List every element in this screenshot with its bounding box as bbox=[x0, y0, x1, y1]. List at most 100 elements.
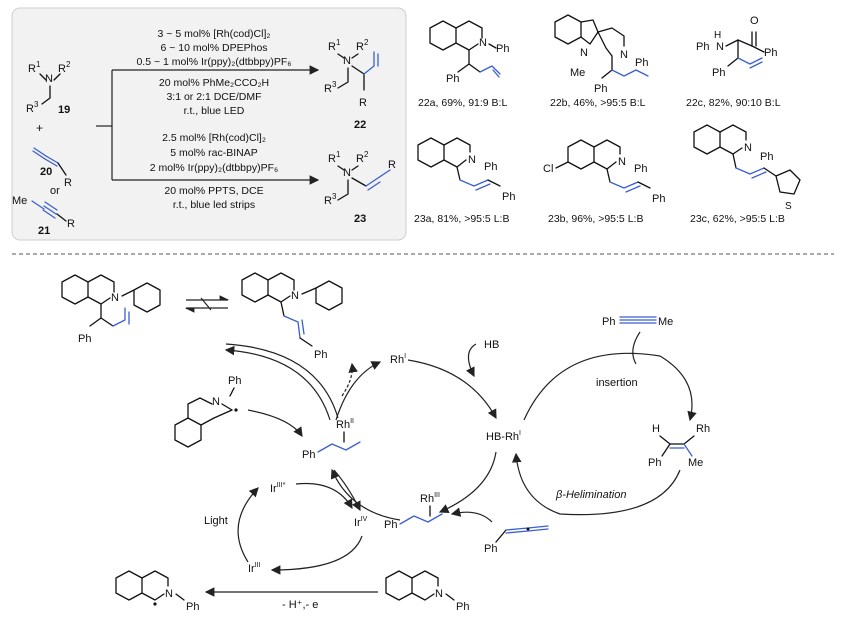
svg-text:O: O bbox=[750, 15, 759, 27]
svg-text:RhII: RhII bbox=[336, 418, 354, 431]
mech-linear-product: N Ph bbox=[241, 272, 343, 361]
svg-text:R: R bbox=[67, 218, 75, 230]
svg-text:Ph: Ph bbox=[484, 161, 497, 173]
elimination-cycle-bottom bbox=[511, 452, 681, 516]
svg-text:N: N bbox=[620, 49, 628, 61]
n-phenyl-thiq: N Ph bbox=[385, 570, 469, 613]
compound-21-label: 21 bbox=[38, 225, 50, 237]
insertion-label: insertion bbox=[596, 377, 638, 389]
release-arrow-2 bbox=[225, 343, 339, 419]
alkyne-entry-arrow bbox=[632, 331, 641, 365]
cond-bottom-3: 2 mol% Ir(ppy)₂(dtbbpy)PF₆ bbox=[150, 162, 279, 174]
compound-20-label: 20 bbox=[40, 166, 52, 178]
svg-text:Me: Me bbox=[12, 195, 27, 207]
allene-to-rh-arrow bbox=[450, 507, 493, 523]
label-22c: 22c, 82%, 90:10 B:L bbox=[686, 97, 781, 109]
allene-20-structure: R 20 bbox=[32, 147, 72, 189]
plus-sign: + bbox=[36, 121, 43, 135]
rh-ir-electron-arrow bbox=[333, 469, 361, 512]
ir-cycle-left bbox=[237, 487, 259, 563]
svg-text:Ph: Ph bbox=[302, 449, 315, 461]
rh-cycle-arc-2 bbox=[438, 451, 497, 514]
structure-22c: Ph H N O Ph Ph bbox=[696, 15, 777, 79]
svg-text:Ph: Ph bbox=[78, 333, 91, 345]
svg-text:N: N bbox=[343, 167, 351, 179]
svg-text:N: N bbox=[45, 73, 53, 85]
alpha-amino-radical: Ph N bbox=[174, 375, 241, 448]
svg-text:Ph: Ph bbox=[186, 601, 199, 613]
radical-product-bottom: N Ph bbox=[115, 570, 199, 613]
svg-text:R: R bbox=[64, 177, 72, 189]
svg-text:Ph: Ph bbox=[652, 193, 665, 205]
label-22b: 22b, 46%, >95:5 B:L bbox=[550, 97, 646, 109]
svg-text:R: R bbox=[388, 159, 396, 171]
hb-addition-arrow bbox=[465, 343, 477, 378]
svg-text:Ph: Ph bbox=[634, 163, 647, 175]
ir-cycle-bottom bbox=[270, 535, 363, 575]
svg-text:N: N bbox=[435, 588, 443, 600]
insertion-cycle-right bbox=[659, 355, 697, 422]
svg-text:Ph: Ph bbox=[602, 316, 615, 328]
svg-text:Ph: Ph bbox=[648, 457, 661, 469]
svg-text:Ph: Ph bbox=[446, 73, 459, 85]
svg-text:RhIII: RhIII bbox=[420, 492, 440, 505]
compound-23-label: 23 bbox=[354, 213, 366, 225]
cond-top-5: 3:1 or 2:1 DCE/DMF bbox=[166, 91, 261, 103]
svg-text:Cl: Cl bbox=[543, 163, 553, 175]
svg-text:Me: Me bbox=[688, 457, 703, 469]
deprotonation-label: - H⁺,- e bbox=[282, 599, 318, 611]
label-22a: 22a, 69%, 91:9 B:L bbox=[418, 97, 507, 109]
product-22-structure: R1 N R2 R3 R 22 bbox=[324, 38, 379, 131]
structure-23c: N Ph S bbox=[693, 124, 801, 212]
cond-top-2: 6 ~ 10 mol% DPEPhos bbox=[160, 42, 267, 54]
cond-bottom-2: 5 mol% rac-BINAP bbox=[170, 147, 258, 159]
structure-22b: N Me N Ph Ph bbox=[554, 14, 649, 95]
ir-cycle-top bbox=[295, 482, 353, 510]
mech-branched-product: N Ph bbox=[61, 274, 161, 345]
vinyl-rh-intermediate: H Rh Ph Me bbox=[648, 423, 710, 469]
rh-iii-allyl: RhIII Ph bbox=[384, 492, 443, 531]
dashed-arrow bbox=[341, 362, 358, 397]
svg-text:Ph: Ph bbox=[484, 543, 497, 555]
cond-top-1: 3 ~ 5 mol% [Rh(cod)Cl]₂ bbox=[158, 28, 271, 40]
label-23a: 23a, 81%, >95:5 L:B bbox=[414, 213, 509, 225]
svg-text:Ph: Ph bbox=[712, 67, 725, 79]
structure-23a: N Ph Ph bbox=[417, 137, 515, 203]
hb-label: HB bbox=[484, 339, 499, 351]
cond-top-6: r.t., blue LED bbox=[184, 105, 245, 117]
svg-text:N: N bbox=[716, 41, 724, 53]
ir-iii-star-label: IrIII* bbox=[270, 482, 286, 495]
svg-text:N: N bbox=[165, 588, 173, 600]
label-23c: 23c, 62%, >95:5 L:B bbox=[690, 213, 785, 225]
svg-text:N: N bbox=[343, 55, 351, 67]
phenyl-propyne: Ph Me bbox=[602, 316, 673, 328]
cond-bottom-1: 2.5 mol% [Rh(cod)Cl]₂ bbox=[162, 132, 266, 144]
svg-text:Ph: Ph bbox=[228, 375, 241, 387]
svg-text:Ph: Ph bbox=[384, 519, 397, 531]
svg-text:Ph: Ph bbox=[496, 43, 509, 55]
svg-text:H: H bbox=[714, 30, 721, 41]
svg-text:Me: Me bbox=[658, 316, 673, 328]
svg-text:S: S bbox=[785, 201, 792, 212]
cond-top-3: 0.5 ~ 1 mol% Ir(ppy)₂(dtbbpy)PF₆ bbox=[136, 56, 291, 68]
label-23b: 23b, 96%, >95:5 L:B bbox=[548, 213, 643, 225]
structure-23b: Cl N Ph Ph bbox=[543, 139, 665, 205]
cond-bottom-5: r.t., blue led strips bbox=[173, 199, 255, 211]
svg-text:R: R bbox=[359, 97, 367, 109]
structure-22a: N Ph Ph bbox=[429, 20, 509, 85]
svg-text:N: N bbox=[212, 396, 220, 408]
rh-ii-allyl: RhII Ph bbox=[302, 418, 361, 461]
svg-text:Ph: Ph bbox=[635, 57, 648, 69]
ir-iv-label: IrIV bbox=[354, 516, 368, 529]
conditions-box bbox=[11, 7, 407, 241]
alkyne-21-structure: Me R 21 bbox=[12, 195, 75, 237]
svg-text:N: N bbox=[580, 47, 588, 59]
cond-bottom-4: 20 mol% PPTS, DCE bbox=[164, 185, 263, 197]
or-text: or bbox=[50, 185, 60, 197]
cond-top-4: 20 mol% PhMe₂CCO₂H bbox=[159, 77, 269, 89]
svg-text:Ph: Ph bbox=[594, 83, 607, 95]
svg-text:N: N bbox=[744, 142, 752, 154]
rh-cycle-arc-4 bbox=[335, 361, 382, 421]
svg-text:Ph: Ph bbox=[314, 349, 327, 361]
